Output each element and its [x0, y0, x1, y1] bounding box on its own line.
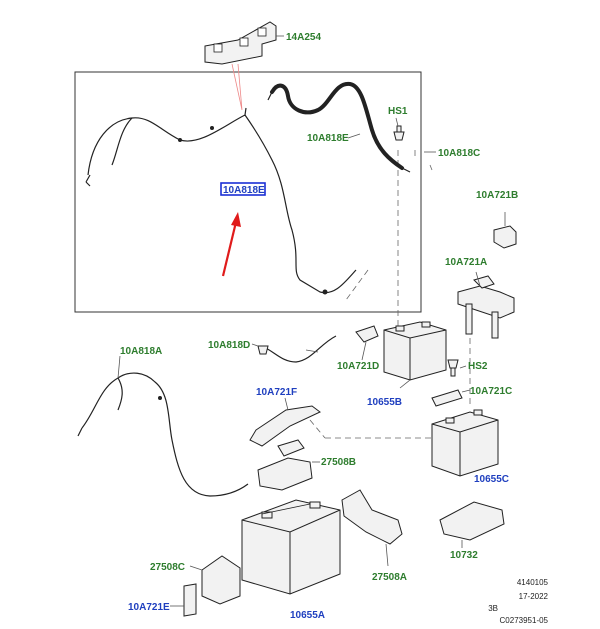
- callout-10655B: 10655B: [367, 397, 402, 408]
- callout-leaders: [117, 117, 467, 389]
- callout-10732: 10732: [450, 550, 478, 561]
- callout-10655C: 10655C: [474, 474, 509, 485]
- callout-10A721A: 10A721A: [445, 257, 487, 268]
- callout-10A818E: 10A818E: [307, 133, 349, 144]
- cable-10A818C: [267, 81, 411, 173]
- reference-line-1: 4140105: [517, 578, 549, 587]
- callout-10A721D: 10A721D: [337, 361, 379, 372]
- highlight-box: [220, 182, 266, 196]
- reference-line-2: 17-2022: [519, 592, 549, 601]
- callout-10A721C: 10A721C: [470, 386, 512, 397]
- reference-line-3: 3B: [488, 604, 498, 613]
- callout-10A721E: 10A721E: [128, 602, 170, 613]
- clamp-10A721D: [355, 325, 379, 361]
- callout-27508C: 27508C: [150, 562, 185, 573]
- tray-27508B: [257, 439, 320, 491]
- harness-group-frame: [74, 71, 422, 313]
- harness-10A818A: [77, 372, 249, 497]
- callout-HS2: HS2: [468, 361, 488, 372]
- battery-10655A: [241, 499, 341, 595]
- bracket-10A721E: [170, 583, 197, 617]
- callout-10A818D: 10A818D: [208, 340, 250, 351]
- battery-10655B: [383, 321, 447, 381]
- bracket-10A721B: [493, 212, 517, 249]
- callout-10A818C: 10A818C: [438, 148, 480, 159]
- callout-10A818A: 10A818A: [120, 346, 162, 357]
- callout-10655A: 10655A: [290, 610, 325, 621]
- bracket-10A721A: [457, 271, 515, 339]
- tray-10732: [439, 501, 505, 548]
- cover-27508A: [341, 489, 403, 567]
- callout-27508B: 27508B: [321, 457, 356, 468]
- clamp-10A721C: [431, 389, 471, 407]
- bolt-HS2: [447, 359, 459, 377]
- callout-27508A: 27508A: [372, 572, 407, 583]
- bolt-HS1: [393, 125, 405, 141]
- callout-HS1: HS1: [388, 106, 408, 117]
- callout-10A721B: 10A721B: [476, 190, 518, 201]
- reference-block: 4140105 17-2022 3B C0273951-05: [488, 578, 548, 625]
- bracket-10A721F: [249, 397, 321, 447]
- reference-line-4: C0273951-05: [500, 616, 549, 625]
- callout-10A818E-highlighted: 10A818E: [223, 185, 265, 196]
- harness-10A818D: [251, 335, 337, 363]
- callout-14A254: 14A254: [286, 32, 321, 43]
- battery-10655C: [431, 409, 499, 477]
- bracket-14A254: [204, 21, 284, 111]
- callout-10A721F: 10A721F: [256, 387, 297, 398]
- red-arrow: [221, 212, 241, 277]
- bracket-27508C: [189, 555, 241, 605]
- harness-10A818E: [85, 107, 357, 295]
